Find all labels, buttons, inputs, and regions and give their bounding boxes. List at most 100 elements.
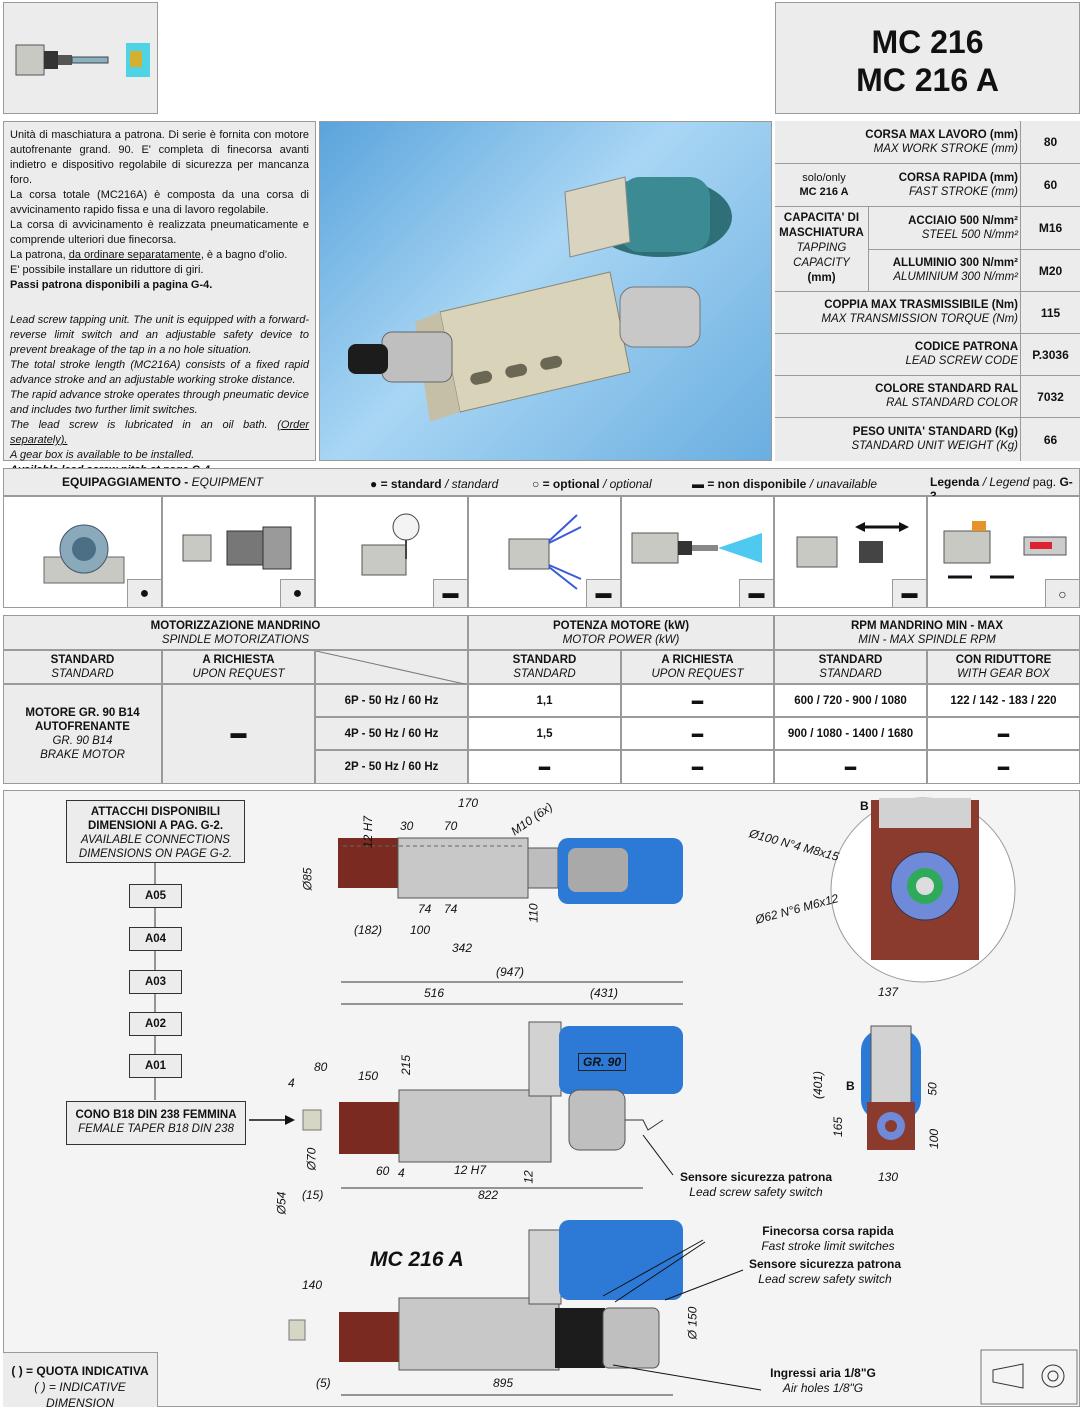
adapter-a03: A03 xyxy=(129,970,182,994)
equipment-mark-7: ○ xyxy=(1045,579,1079,607)
motor-row-2-kw-req: ▬ xyxy=(621,717,774,750)
dim-12h7b: 12 H7 xyxy=(454,1163,487,1177)
motor-row-2-kw-std: 1,5 xyxy=(468,717,621,750)
dim-d54: Ø54 xyxy=(274,1191,289,1215)
dim-d85: Ø85 xyxy=(300,867,315,891)
equipment-cell-flange: ● xyxy=(3,496,162,608)
motor-row-3-rpm-gear: ▬ xyxy=(927,750,1080,784)
view-b-label-top: B xyxy=(860,799,869,813)
equipment-mark-2: ● xyxy=(280,579,314,607)
adapter-a02: A02 xyxy=(129,1012,182,1036)
motor-row-1-poles: 6P - 50 Hz / 60 Hz xyxy=(315,684,468,717)
spec-row-stroke: CORSA MAX LAVORO (mm)MAX WORK STROKE (mm… xyxy=(775,121,1080,164)
dim-215: 215 xyxy=(399,1054,414,1076)
desc-it-1: Unità di maschiatura a patrona. Di serie… xyxy=(10,129,309,186)
dim-70: 70 xyxy=(444,819,458,833)
spec-alu-value: M20 xyxy=(1020,250,1080,291)
view-b-top-drawing xyxy=(830,797,1016,983)
desc-it-6: Passi patrona disponibili a pagina G-4. xyxy=(10,279,213,291)
equipment-cell-gauge: ▬ xyxy=(315,496,468,608)
internal-coolant-icon xyxy=(631,532,762,564)
dim-30: 30 xyxy=(400,819,414,833)
dim-d70: Ø70 xyxy=(304,1147,319,1171)
desc-en-4: The lead screw is lubricated in an oil b… xyxy=(10,419,309,446)
dim-150: 150 xyxy=(358,1069,379,1083)
motor-request-cell: ▬ xyxy=(162,684,315,784)
indicative-note: ( ) = QUOTA INDICATIVA ( ) = INDICATIVE … xyxy=(3,1352,158,1410)
multispindle-head-icon xyxy=(182,526,292,570)
dim-50: 50 xyxy=(925,1082,940,1096)
motor-row-3-kw-req: ▬ xyxy=(621,750,774,784)
motor-row-3-kw-std: ▬ xyxy=(468,750,621,784)
dim-100b: 100 xyxy=(927,1128,942,1150)
motor-gr90-label: GR. 90 xyxy=(578,1053,627,1071)
dim-4b: 4 xyxy=(398,1166,405,1180)
equipment-cell-coolant-ext: ▬ xyxy=(468,496,621,608)
dim-130: 130 xyxy=(878,1170,899,1184)
model-title-panel: MC 216 MC 216 A xyxy=(775,2,1080,114)
description-panel: Unità di maschiatura a patrona. Di serie… xyxy=(3,121,316,476)
dim-12h7: 12 H7 xyxy=(361,815,376,849)
motor-header-2: POTENZA MOTORE (kW)MOTOR POWER (kW) xyxy=(468,615,774,650)
dim-342: 342 xyxy=(452,941,473,955)
spec-stroke-value: 80 xyxy=(1020,121,1080,163)
dim-74b: 74 xyxy=(444,902,458,916)
taper-box: CONO B18 DIN 238 FEMMINA FEMALE TAPER B1… xyxy=(66,1101,246,1145)
motor-row-3-rpm-std: ▬ xyxy=(774,750,927,784)
motor-name-cell: MOTORE GR. 90 B14 AUTOFRENANTE GR. 90 B1… xyxy=(3,684,162,784)
dim-170: 170 xyxy=(458,796,479,810)
motor-row-1-kw-req: ▬ xyxy=(621,684,774,717)
dim-d150: Ø 150 xyxy=(685,1306,700,1340)
dim-12: 12 xyxy=(521,1170,536,1184)
dim-431: (431) xyxy=(590,986,619,1000)
dim-182: (182) xyxy=(354,923,383,937)
motor-row-2-rpm-gear: ▬ xyxy=(927,717,1080,750)
tapping-unit-photo-icon xyxy=(348,176,732,422)
spec-code-value: P.3036 xyxy=(1020,334,1080,375)
equipment-mark-1: ● xyxy=(127,579,161,607)
equipment-cell-axial-comp: ▬ xyxy=(774,496,927,608)
feed-control-icon xyxy=(943,521,1067,579)
dim-110: 110 xyxy=(526,903,541,923)
motor-row-2-poles: 4P - 50 Hz / 60 Hz xyxy=(315,717,468,750)
dim-100: 100 xyxy=(410,923,431,937)
axial-compensation-icon xyxy=(796,522,909,568)
dim-165: 165 xyxy=(831,1116,846,1138)
desc-en-1: Lead screw tapping unit. The unit is equ… xyxy=(10,314,309,356)
equipment-cell-coolant-int: ▬ xyxy=(621,496,774,608)
dim-74a: 74 xyxy=(418,902,432,916)
model-title-1: MC 216 xyxy=(871,24,984,60)
mc216a-view-drawing xyxy=(288,1220,683,1371)
technical-drawing-svg xyxy=(154,797,1078,1405)
desc-it-3: La corsa di avvicinamento è realizzata p… xyxy=(10,219,309,246)
equipment-mark-4: ▬ xyxy=(586,579,620,607)
end-view-drawing xyxy=(861,1025,921,1150)
adapter-a01: A01 xyxy=(129,1054,182,1078)
equipment-mark-3: ▬ xyxy=(433,579,467,607)
motor-row-3-poles: 2P - 50 Hz / 60 Hz xyxy=(315,750,468,784)
dim-80: 80 xyxy=(314,1060,328,1074)
desc-it-5: E' possibile installare un riduttore di … xyxy=(10,264,204,276)
equipment-cell-multispindle: ● xyxy=(162,496,315,608)
desc-en-3: The rapid advance stroke operates throug… xyxy=(10,389,310,416)
top-view-drawing xyxy=(338,837,683,904)
dim-516: 516 xyxy=(424,986,445,1000)
motor-row-2-rpm-std: 900 / 1080 - 1400 / 1680 xyxy=(774,717,927,750)
flange-mount-icon xyxy=(43,524,125,584)
equipment-mark-5: ▬ xyxy=(739,579,773,607)
model-title-2: MC 216 A xyxy=(856,62,999,98)
spec-fast-value: 60 xyxy=(1020,164,1080,206)
